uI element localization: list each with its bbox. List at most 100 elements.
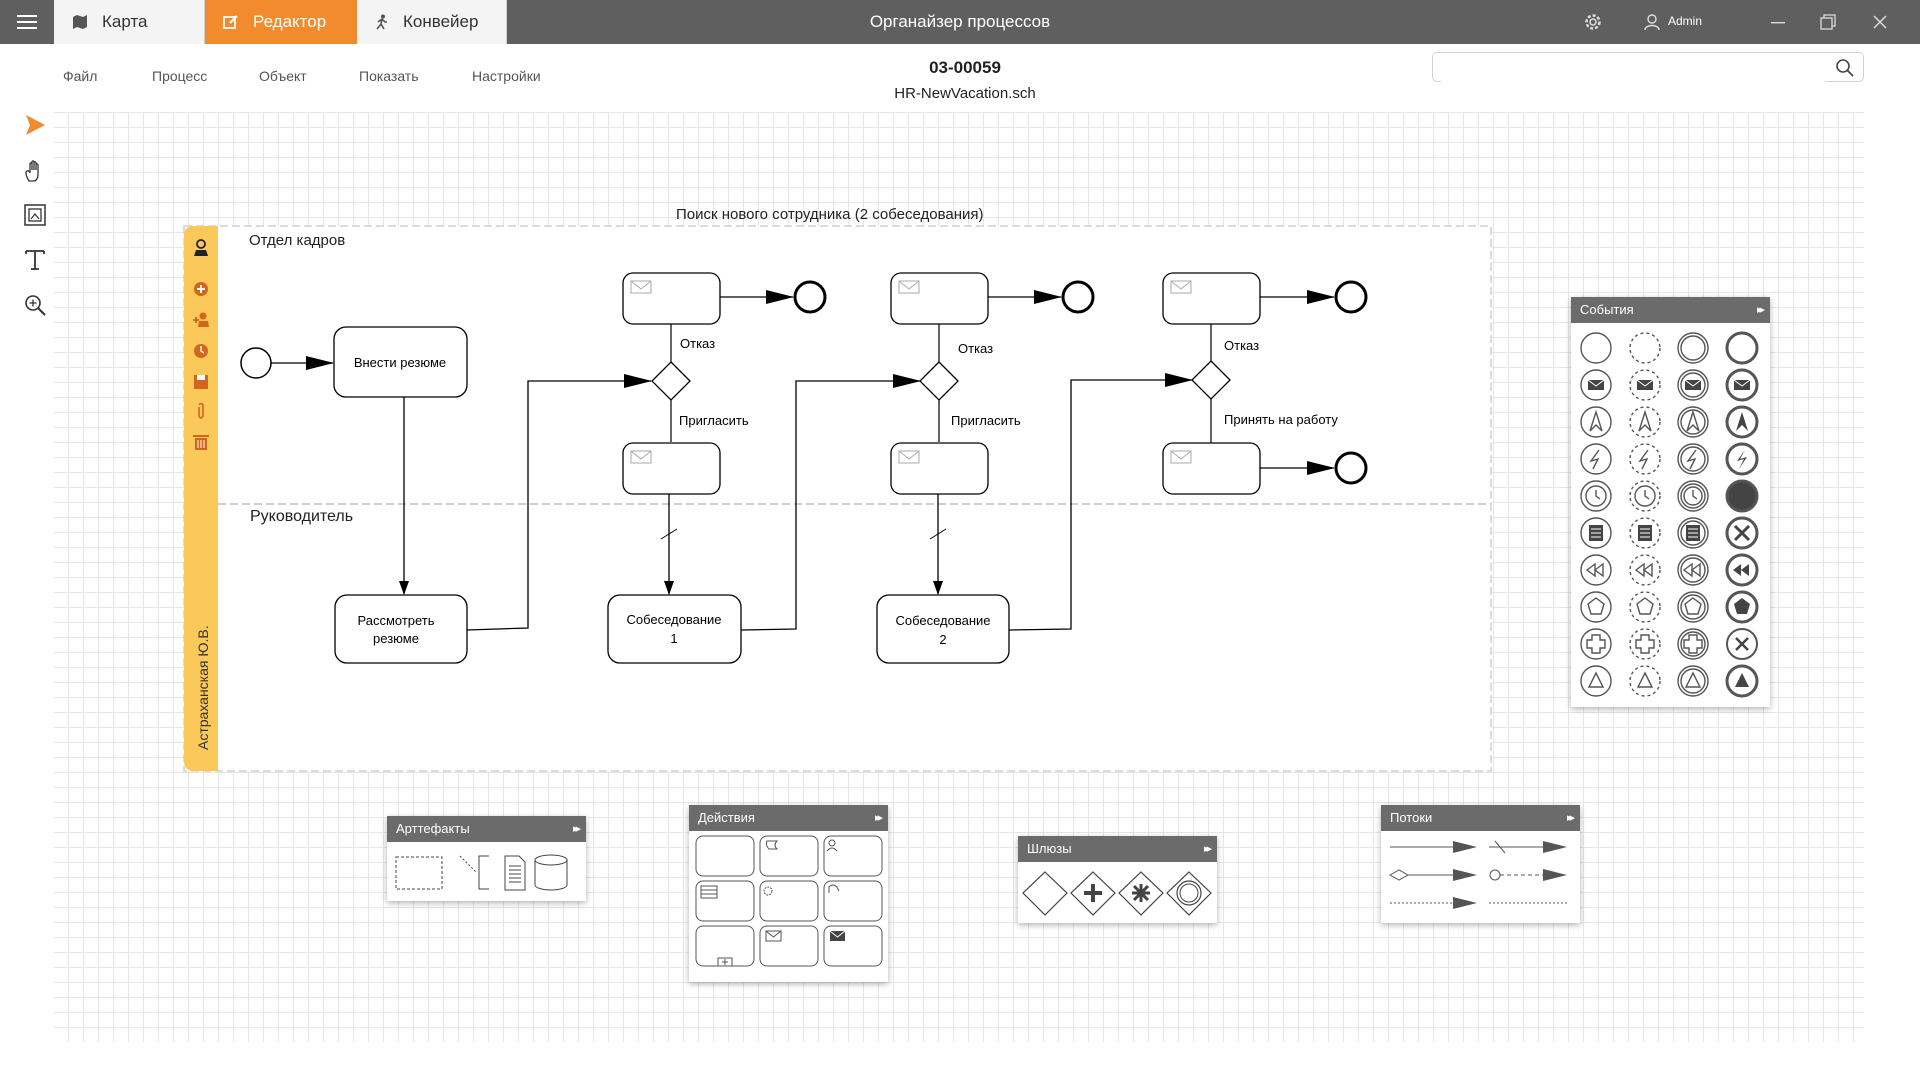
sequence-flow-icon[interactable] bbox=[1390, 841, 1477, 853]
message-task-invite-1[interactable] bbox=[622, 442, 721, 495]
complex-gateway-icon[interactable] bbox=[1118, 871, 1164, 916]
text-tool[interactable] bbox=[18, 243, 52, 277]
expand-icon[interactable]: ▸▸ bbox=[1756, 304, 1765, 316]
hamburger-menu-icon[interactable] bbox=[0, 0, 54, 44]
document-artifact-icon[interactable] bbox=[504, 855, 526, 891]
message-task-reject-1[interactable] bbox=[622, 272, 721, 325]
conditional-flow-icon[interactable] bbox=[1388, 869, 1477, 881]
clock-icon[interactable] bbox=[194, 344, 208, 358]
lane-user-icon[interactable] bbox=[194, 239, 208, 256]
events-palette-title: События bbox=[1580, 302, 1634, 317]
add-user-icon[interactable] bbox=[193, 312, 209, 328]
send-task-icon[interactable] bbox=[759, 925, 819, 967]
association-arrow-icon[interactable] bbox=[1390, 897, 1477, 909]
flow-reject-1: Отказ bbox=[680, 336, 715, 351]
user-name[interactable]: Admin bbox=[1668, 14, 1703, 28]
actions-palette-title: Действия bbox=[698, 810, 755, 825]
gateways-items[interactable] bbox=[1018, 862, 1217, 923]
artifacts-items[interactable] bbox=[387, 842, 586, 901]
pool-owner-label: Астраханская Ю.В. bbox=[195, 625, 211, 750]
task-review-resume[interactable] bbox=[334, 594, 468, 664]
add-circle-icon[interactable] bbox=[194, 282, 208, 296]
script-task-icon[interactable] bbox=[759, 835, 819, 877]
gateways-palette-header[interactable]: Шлюзы ▸▸ bbox=[1018, 836, 1217, 862]
tab-map[interactable]: Карта bbox=[54, 0, 205, 44]
events-grid[interactable] bbox=[1571, 323, 1770, 707]
zoom-tool[interactable] bbox=[18, 288, 52, 322]
expand-icon[interactable]: ▸▸ bbox=[874, 812, 883, 824]
envelope-icon bbox=[1170, 450, 1192, 464]
gateways-palette[interactable]: Шлюзы ▸▸ bbox=[1018, 836, 1217, 923]
default-flow-icon[interactable] bbox=[1489, 840, 1567, 854]
search-icon[interactable] bbox=[1835, 58, 1855, 78]
menu-show[interactable]: Показать bbox=[359, 68, 419, 84]
actions-items[interactable] bbox=[689, 831, 888, 982]
message-task-invite-2[interactable] bbox=[890, 442, 989, 495]
attachment-icon[interactable] bbox=[198, 402, 204, 419]
message-flow-icon[interactable] bbox=[1489, 869, 1567, 881]
flows-palette-header[interactable]: Потоки ▸▸ bbox=[1381, 805, 1580, 831]
task-interview-2-label-2: 2 bbox=[939, 632, 946, 647]
actions-palette[interactable]: Действия ▸▸ bbox=[689, 805, 888, 982]
manual-task-icon[interactable] bbox=[823, 880, 883, 922]
business-rule-task-icon[interactable] bbox=[695, 880, 755, 922]
message-task-reject-2[interactable] bbox=[890, 272, 989, 325]
tab-map-label: Карта bbox=[102, 12, 148, 31]
task-interview-1[interactable] bbox=[607, 594, 742, 664]
menu-process[interactable]: Процесс bbox=[152, 68, 208, 84]
expand-icon[interactable]: ▸▸ bbox=[1203, 843, 1212, 855]
task-interview-2[interactable] bbox=[876, 594, 1010, 664]
close-icon[interactable] bbox=[1866, 0, 1894, 44]
task-enter-resume[interactable] bbox=[333, 326, 468, 398]
start-event[interactable] bbox=[240, 347, 272, 379]
exclusive-gateway-icon[interactable] bbox=[1022, 871, 1068, 916]
group-artifact-icon[interactable] bbox=[395, 856, 443, 890]
flows-palette[interactable]: Потоки ▸▸ bbox=[1381, 805, 1580, 923]
end-event-2[interactable] bbox=[1061, 280, 1095, 314]
task-interview-2-label-1: Собеседование bbox=[895, 613, 990, 628]
tab-pipeline-label: Конвейер bbox=[403, 12, 479, 31]
search-box[interactable] bbox=[1432, 52, 1864, 82]
hand-tool[interactable] bbox=[18, 154, 52, 188]
minimize-icon[interactable] bbox=[1764, 0, 1792, 44]
pointer-tool[interactable] bbox=[18, 108, 52, 142]
events-palette[interactable]: События ▸▸ bbox=[1571, 297, 1770, 707]
annotation-artifact-icon[interactable] bbox=[459, 855, 489, 890]
actions-palette-header[interactable]: Действия ▸▸ bbox=[689, 805, 888, 831]
event-gateway-icon[interactable] bbox=[1166, 871, 1212, 916]
task-icon[interactable] bbox=[695, 835, 755, 877]
select-frame-tool[interactable] bbox=[18, 198, 52, 232]
artifacts-palette[interactable]: Арттефакты ▸▸ bbox=[387, 816, 586, 901]
end-event-4[interactable] bbox=[1334, 451, 1368, 485]
expand-icon[interactable]: ▸▸ bbox=[572, 823, 581, 835]
end-event-3[interactable] bbox=[1334, 280, 1368, 314]
flows-items[interactable] bbox=[1381, 831, 1580, 923]
settings-icon[interactable] bbox=[1578, 0, 1608, 44]
pointer-icon bbox=[26, 115, 45, 135]
flows-palette-title: Потоки bbox=[1390, 810, 1433, 825]
edit-icon bbox=[223, 15, 238, 29]
search-input[interactable] bbox=[1441, 54, 1825, 82]
menu-settings[interactable]: Настройки bbox=[472, 68, 541, 84]
tab-pipeline[interactable]: Конвейер bbox=[357, 0, 507, 44]
events-palette-header[interactable]: События ▸▸ bbox=[1571, 297, 1770, 323]
save-icon[interactable] bbox=[194, 375, 208, 389]
end-event-1[interactable] bbox=[793, 280, 827, 314]
user-icon[interactable] bbox=[1640, 0, 1664, 44]
app-title: Органайзер процессов bbox=[869, 12, 1051, 31]
maximize-icon[interactable] bbox=[1814, 0, 1842, 44]
menu-file[interactable]: Файл bbox=[63, 68, 98, 84]
menu-object[interactable]: Объект bbox=[259, 68, 307, 84]
delete-icon[interactable] bbox=[193, 435, 209, 450]
artifacts-palette-header[interactable]: Арттефакты ▸▸ bbox=[387, 816, 586, 842]
expand-icon[interactable]: ▸▸ bbox=[1566, 812, 1575, 824]
pool-owner-bar[interactable] bbox=[184, 226, 218, 771]
service-task-icon[interactable] bbox=[759, 880, 819, 922]
pool-frame[interactable] bbox=[183, 225, 1492, 772]
user-task-icon[interactable] bbox=[823, 835, 883, 877]
message-task-reject-3[interactable] bbox=[1162, 272, 1261, 325]
task-enter-resume-label: Внести резюме bbox=[354, 355, 446, 370]
tab-editor[interactable]: Редактор bbox=[205, 0, 357, 44]
parallel-gateway-icon[interactable] bbox=[1070, 871, 1116, 916]
data-store-icon[interactable] bbox=[534, 854, 568, 891]
